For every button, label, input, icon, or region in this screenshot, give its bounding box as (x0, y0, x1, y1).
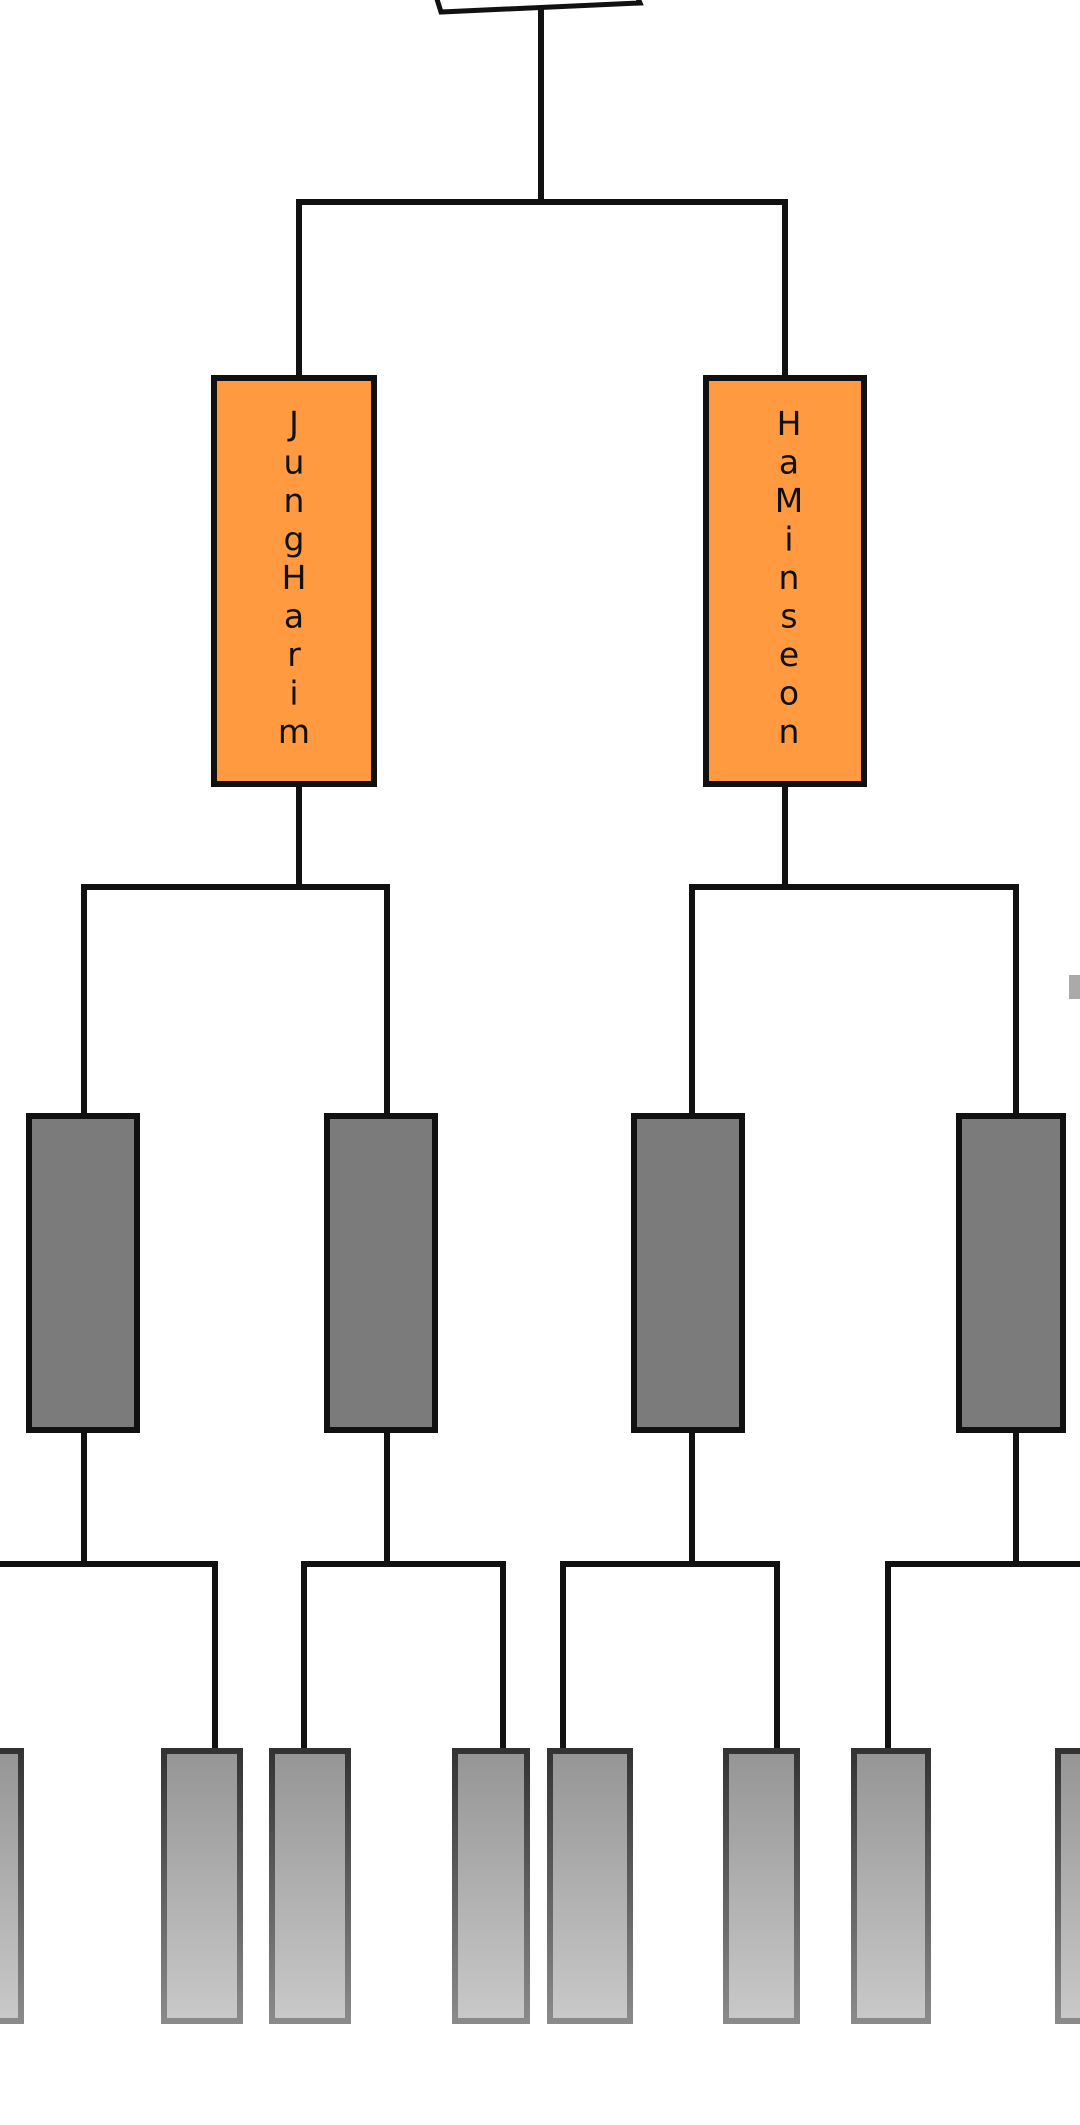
quarterfinal-slots (26, 1113, 1066, 1433)
r16-slot-1 (0, 1748, 24, 2024)
edge-marker (1069, 975, 1080, 999)
r16-slot-5 (547, 1748, 633, 2024)
quarterfinal-slot-2 (324, 1113, 438, 1433)
semifinal-connectors (81, 784, 1019, 1116)
r16-slot-3 (269, 1748, 351, 2024)
r16-slot-4 (452, 1748, 530, 2024)
quarterfinal-slot-4 (956, 1113, 1066, 1433)
r16-slot-8 (1055, 1748, 1080, 2024)
quarterfinal-connectors (0, 1430, 1080, 1750)
round-of-32-connectors (213, 2024, 891, 2125)
round-of-16-slots (0, 1748, 1080, 2024)
r16-slot-7 (851, 1748, 931, 2024)
final-connector (296, 6, 788, 380)
quarterfinal-slot-1 (26, 1113, 140, 1433)
quarterfinal-slot-3 (631, 1113, 745, 1433)
r16-slot-2 (161, 1748, 243, 2024)
r16-slot-6 (723, 1748, 800, 2024)
